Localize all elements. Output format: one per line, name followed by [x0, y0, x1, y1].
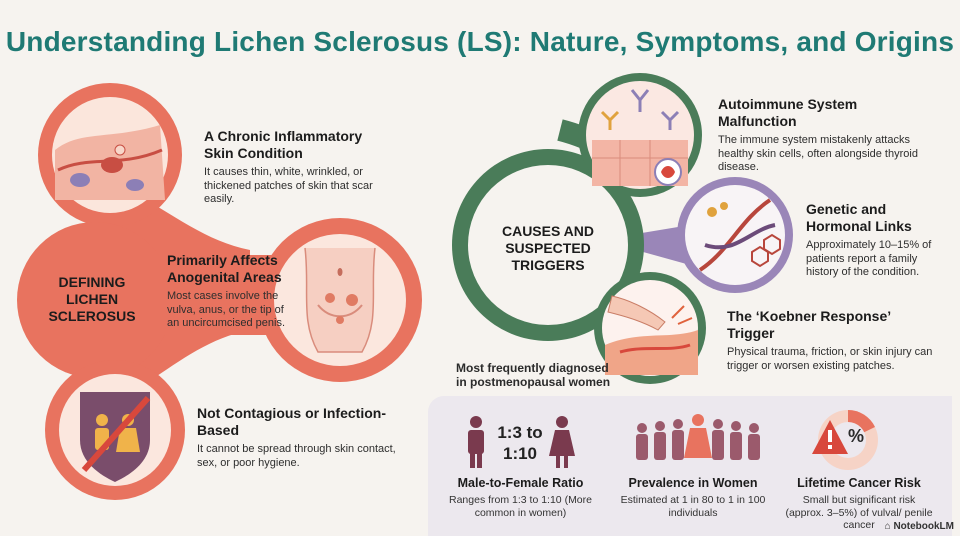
stats-panel: 1:3 to 1:10 % Male-to-Female Ratio Range…	[428, 396, 952, 536]
defining-label: DEFINING LICHEN SCLEROSUS	[48, 274, 136, 324]
brand-label: NotebookLM	[893, 521, 954, 532]
stat-prevalence: Prevalence in Women Estimated at 1 in 80…	[618, 476, 768, 519]
stat-text: Estimated at 1 in 80 to 1 in 100 individ…	[620, 494, 766, 519]
crowd-icon	[636, 414, 760, 460]
stat-cancer-risk: Lifetime Cancer Risk Small but significa…	[784, 476, 934, 532]
item-text: It causes thin, white, wrinkled, or thic…	[204, 166, 373, 205]
item-text: The immune system mistakenly attacks hea…	[718, 134, 918, 173]
causes-label: CAUSES AND SUSPECTED TRIGGERS	[501, 223, 595, 273]
stat-title: Lifetime Cancer Risk	[797, 476, 921, 490]
ratio-figure: 1:3 to 1:10	[497, 423, 543, 463]
page-title: Understanding Lichen Sclerosus (LS): Nat…	[5, 26, 955, 57]
stat-text: Small but significant risk (approx. 3–5%…	[785, 494, 933, 531]
item-heading: A Chronic Inflammatory Skin Condition	[204, 128, 363, 161]
definition-item-not-contagious: Not Contagious or Infection-Based It can…	[197, 405, 397, 470]
item-text: Most cases involve the vulva, anus, or t…	[167, 290, 286, 329]
skin-illustration	[52, 97, 168, 213]
cause-item-genetic: Genetic and Hormonal Links Approximately…	[806, 201, 938, 280]
item-text: It cannot be spread through skin contact…	[197, 443, 396, 469]
definition-item-anogenital: Primarily Affects Anogenital Areas Most …	[167, 252, 297, 331]
diagnosis-note: Most frequently diagnosed in postmenopau…	[456, 361, 611, 389]
item-text: Physical trauma, friction, or skin injur…	[727, 346, 933, 372]
stat-title: Prevalence in Women	[628, 476, 758, 490]
item-text: Approximately 10–15% of patients report …	[806, 239, 932, 278]
cause-item-koebner: The ‘Koebner Response’ Trigger Physical …	[727, 308, 937, 373]
koebner-illustration	[594, 272, 706, 384]
item-heading: Genetic and Hormonal Links	[806, 201, 912, 234]
cancer-risk-icon	[812, 410, 878, 470]
male-female-icon	[468, 416, 575, 468]
stat-text: Ranges from 1:3 to 1:10 (More common in …	[449, 494, 592, 519]
stats-icons	[468, 410, 878, 470]
percent-sign: %	[847, 426, 864, 446]
no-contagion-shield-icon	[59, 374, 171, 486]
stat-male-female: Male-to-Female Ratio Ranges from 1:3 to …	[438, 476, 603, 519]
item-heading: Primarily Affects Anogenital Areas	[167, 252, 282, 285]
anatomy-illustration	[274, 234, 406, 366]
definition-item-chronic: A Chronic Inflammatory Skin Condition It…	[204, 128, 394, 207]
cause-item-autoimmune: Autoimmune System Malfunction The immune…	[718, 96, 918, 175]
stat-title: Male-to-Female Ratio	[457, 476, 584, 490]
autoimmune-illustration	[578, 73, 702, 197]
notebooklm-logo: ⌂ NotebookLM	[885, 521, 954, 532]
item-heading: The ‘Koebner Response’ Trigger	[727, 308, 891, 341]
notebook-icon: ⌂	[884, 521, 894, 532]
item-heading: Autoimmune System Malfunction	[718, 96, 858, 129]
dna-illustration	[677, 177, 793, 293]
item-heading: Not Contagious or Infection-Based	[197, 405, 386, 438]
